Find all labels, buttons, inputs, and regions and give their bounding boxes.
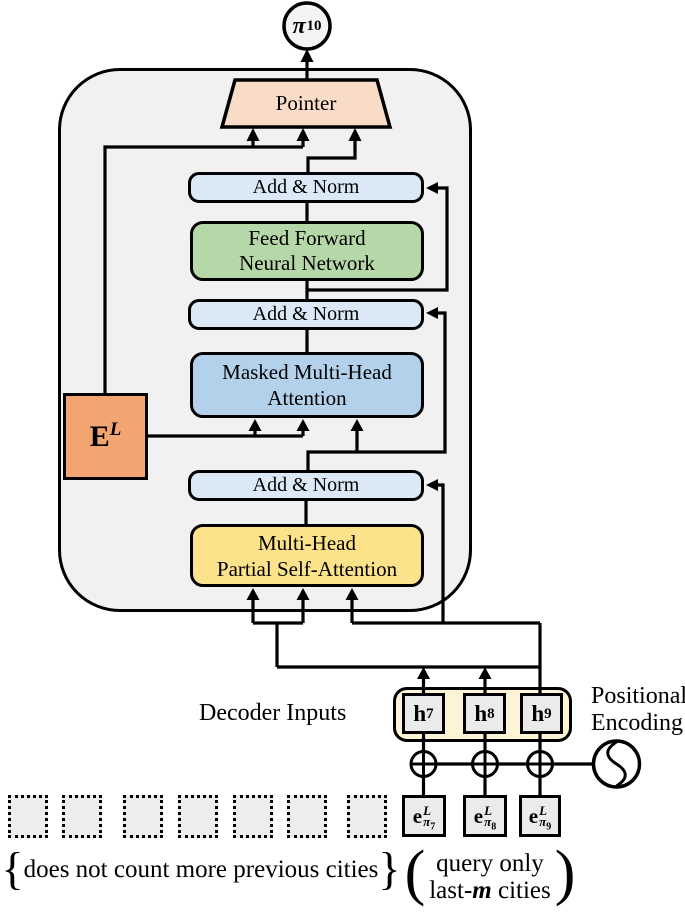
plus-icon: [527, 751, 553, 777]
masked-city-slot: [287, 795, 327, 838]
decoder-container: [58, 68, 472, 612]
masked-city-slot: [123, 795, 163, 838]
query-residual-wire: [306, 311, 447, 470]
output-node-circle: [282, 1, 332, 51]
sine-wave-icon: [606, 740, 627, 788]
right-caption: ( query only last-m cities ): [404, 838, 576, 907]
plus-icon: [411, 751, 436, 777]
masked-city-slot: [347, 795, 387, 838]
masked-city-slot: [178, 795, 218, 838]
plus-icon: [472, 751, 498, 777]
encoder-memory-label: EL: [89, 419, 122, 453]
add-norm-label: Add & Norm: [252, 303, 360, 325]
decoder-inputs-label: Decoder Inputs: [199, 700, 347, 726]
pointer-label: Pointer: [275, 91, 337, 115]
add-norm-block-top: Add & Norm: [188, 172, 424, 203]
masked-city-slot: [8, 795, 48, 838]
memory-to-pointer-wire: [103, 145, 303, 393]
left-caption: {does not count more previous cities}: [1, 842, 401, 894]
add-norm-label: Add & Norm: [252, 474, 360, 496]
addnorm1-to-pointer-wire: [306, 141, 357, 173]
input-residual-wire: [438, 483, 445, 623]
masked-city-slot: [233, 795, 273, 838]
add-norm-block-bottom: Add & Norm: [188, 470, 424, 501]
pointer-trapezoid: [219, 78, 393, 129]
ffn-residual-wire: [307, 186, 449, 292]
encoder-memory-block: EL: [63, 393, 148, 480]
left-caption-text: does not count more previous cities: [23, 856, 379, 883]
arrowheads: [246, 49, 438, 491]
positional-encoding-icon: [591, 739, 642, 789]
add-position-operators: [409, 750, 554, 778]
add-norm-block-middle: Add & Norm: [188, 299, 424, 330]
add-norm-label: Add & Norm: [252, 176, 360, 198]
right-caption-text: query only last-m cities: [429, 850, 551, 904]
masked-city-slot: [62, 795, 102, 838]
